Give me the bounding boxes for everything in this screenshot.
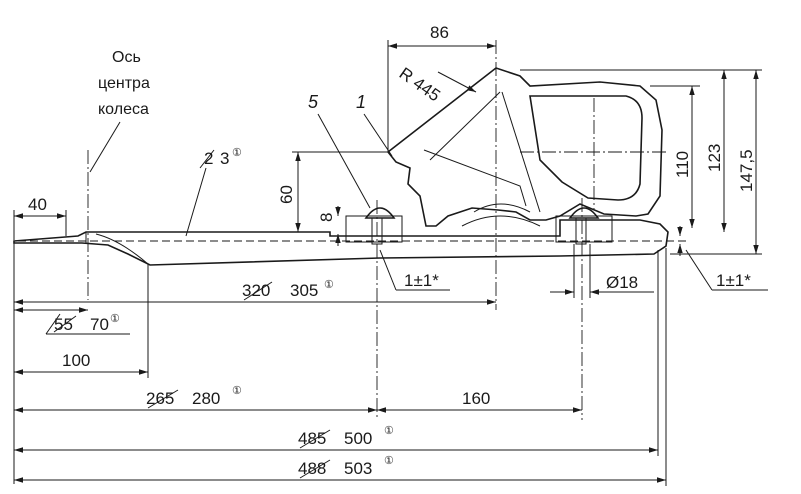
svg-text:①: ① (110, 313, 120, 325)
svg-text:R 445: R 445 (396, 64, 444, 106)
svg-text:160: 160 (462, 389, 490, 408)
blade-bevel (95, 233, 149, 265)
svg-text:123: 123 (705, 144, 724, 172)
dimension-110: 110 (650, 85, 700, 228)
dimension-8: 8 (317, 206, 341, 246)
svg-text:①: ① (232, 385, 242, 397)
svg-text:1±1*: 1±1* (716, 271, 751, 290)
frame-rib-2 (429, 91, 501, 161)
dimension-123: 123 (520, 69, 732, 232)
svg-text:①: ① (324, 279, 334, 291)
svg-text:110: 110 (673, 151, 692, 178)
svg-text:320: 320 (242, 281, 270, 300)
dimension-2-3: 2 3 ① (185, 147, 242, 237)
dimension-60: 60 (277, 151, 388, 232)
svg-text:Ø18: Ø18 (606, 273, 638, 292)
svg-text:колеса: колеса (98, 101, 149, 118)
tolerance-left: 1±1* (379, 249, 450, 291)
tolerance-right: 1±1* (677, 226, 768, 291)
dimension-86: 86 (387, 23, 496, 152)
svg-text:1±1*: 1±1* (404, 271, 439, 290)
svg-text:8: 8 (317, 213, 336, 222)
part-label-1: 1 (356, 92, 393, 157)
svg-text:305: 305 (290, 281, 318, 300)
svg-text:147,5: 147,5 (737, 149, 756, 192)
dimension-100: 100 (14, 264, 149, 378)
part-label-5: 5 (308, 92, 371, 209)
svg-text:①: ① (384, 425, 394, 437)
svg-text:①: ① (384, 455, 394, 467)
dimension-320-305: 320 305 ① (13, 243, 496, 484)
svg-text:488: 488 (298, 459, 326, 478)
dimension-485-500: 485 500 ① (14, 250, 659, 456)
dimension-265-280: 265 280 ① (14, 385, 377, 413)
svg-text:Ось: Ось (112, 49, 141, 66)
frame-window (529, 95, 643, 201)
dimension-r445: R 445 (396, 64, 477, 106)
svg-text:55: 55 (54, 315, 73, 334)
svg-text:1: 1 (356, 92, 366, 112)
svg-text:3: 3 (220, 149, 229, 168)
skid-blade (13, 219, 669, 266)
frame-arch-2 (461, 215, 541, 227)
frame-rib (423, 149, 527, 207)
dimension-488-503: 488 503 ① (14, 248, 667, 486)
fastener-right (555, 207, 613, 245)
svg-text:485: 485 (298, 429, 326, 448)
svg-text:40: 40 (28, 195, 47, 214)
dimension-d18: Ø18 (550, 244, 654, 298)
part-outline (13, 67, 669, 266)
svg-text:265: 265 (146, 389, 174, 408)
svg-text:86: 86 (430, 23, 449, 42)
dimension-40: 40 (13, 195, 67, 240)
svg-text:2: 2 (204, 149, 213, 168)
svg-text:500: 500 (344, 429, 372, 448)
fastener-left (345, 207, 403, 245)
dimension-147: 147,5 (520, 69, 762, 255)
wheel-axis-label: Ось центра колеса (89, 49, 150, 173)
svg-text:100: 100 (62, 351, 90, 370)
dimension-55-70: 55 70 ① (14, 307, 130, 335)
svg-text:①: ① (232, 147, 242, 159)
svg-text:503: 503 (344, 459, 372, 478)
frame-arch (473, 203, 531, 213)
dimension-160: 160 (377, 389, 582, 413)
svg-text:70: 70 (90, 315, 109, 334)
svg-text:60: 60 (277, 185, 296, 204)
svg-text:280: 280 (192, 389, 220, 408)
svg-text:центра: центра (98, 75, 150, 92)
center-lines (18, 40, 690, 420)
svg-text:5: 5 (308, 92, 319, 112)
